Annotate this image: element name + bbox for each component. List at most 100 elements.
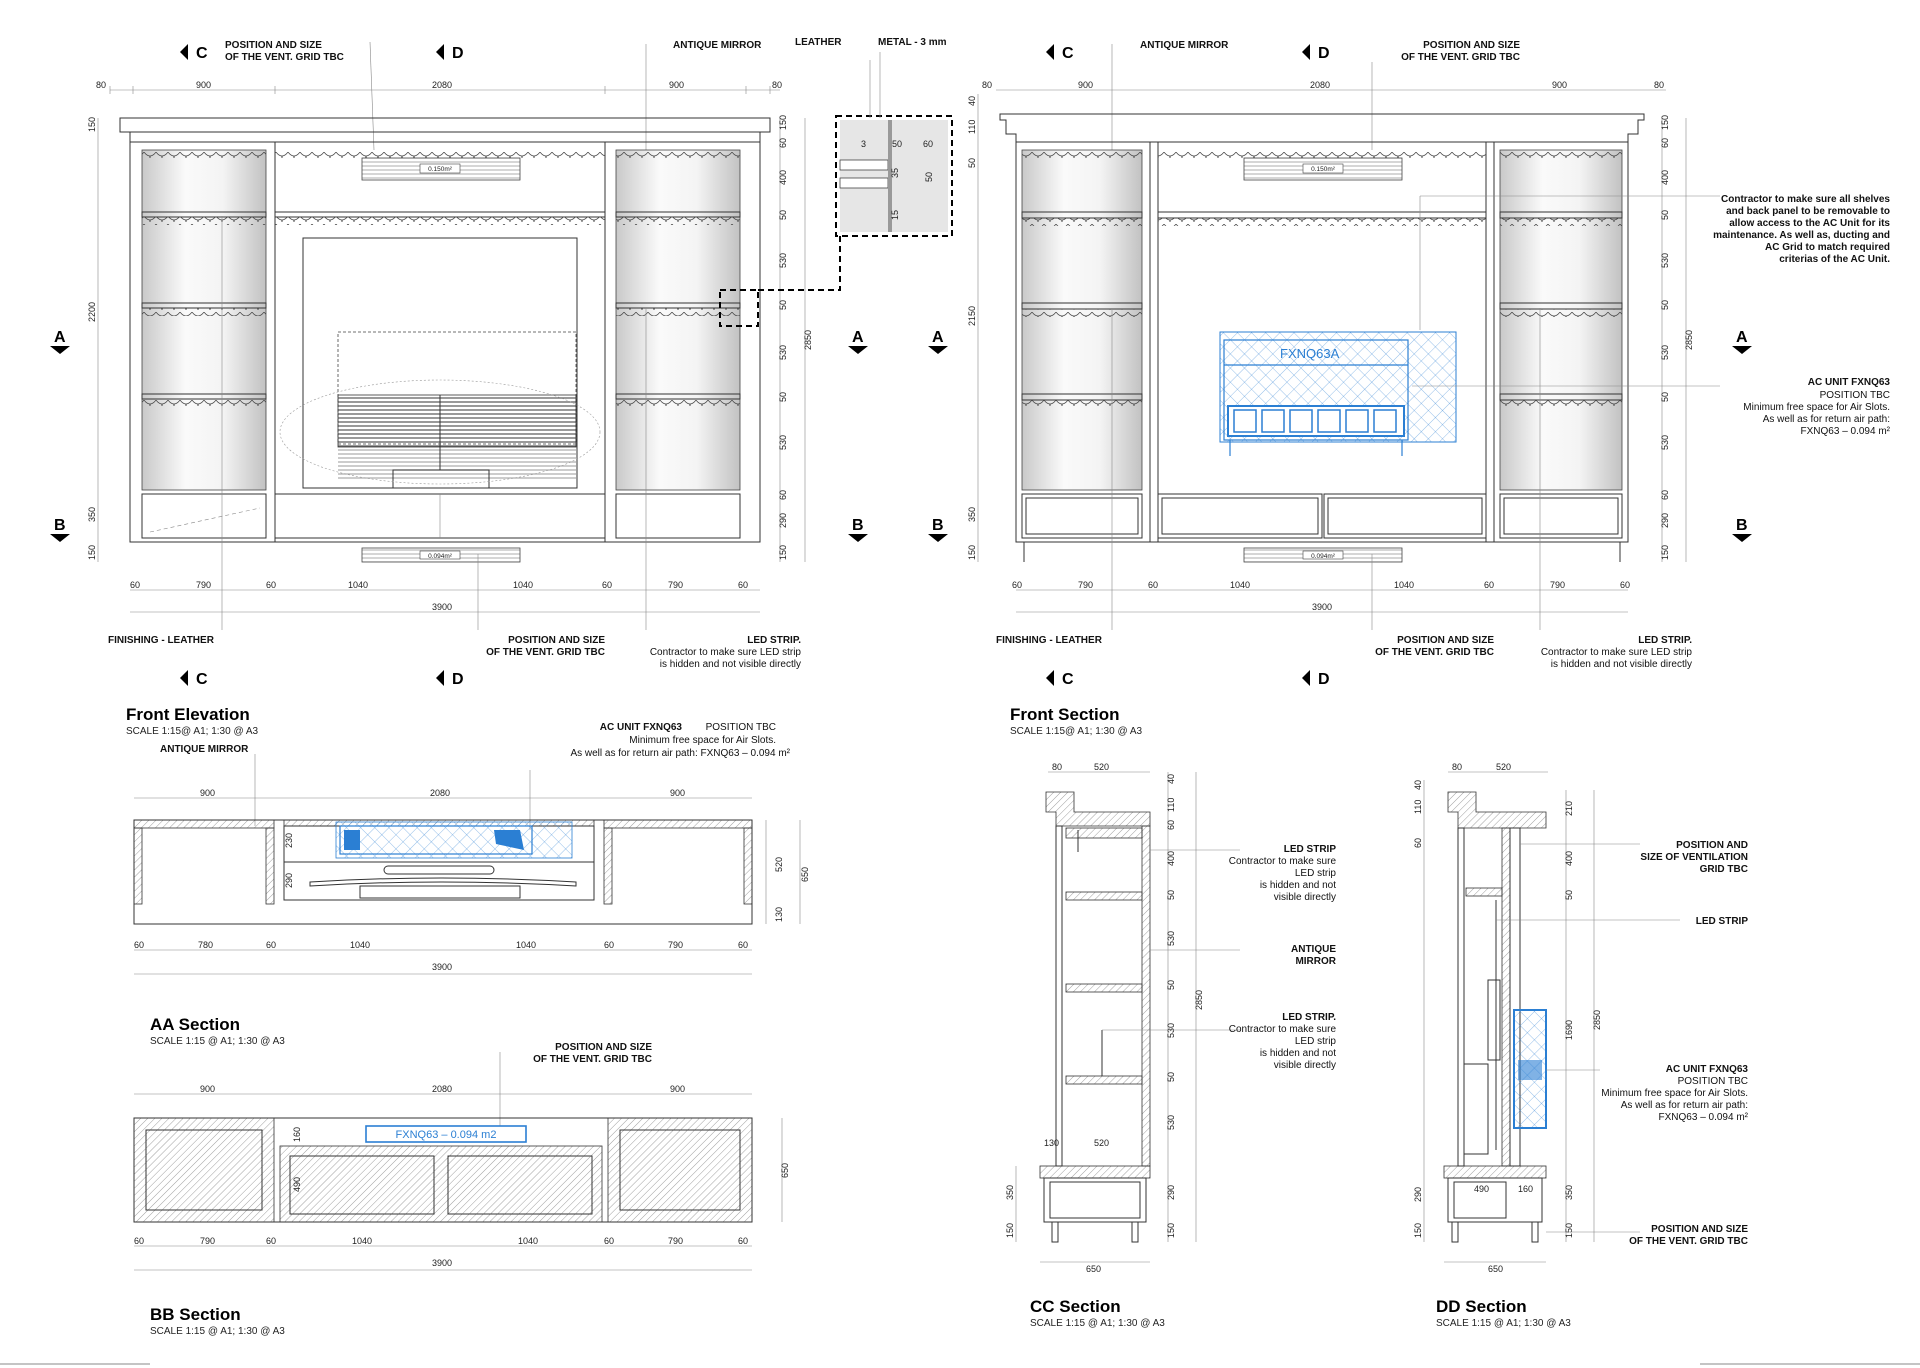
svg-text:900: 900	[670, 1084, 685, 1094]
svg-text:1040: 1040	[1394, 580, 1414, 590]
dd-bottom-dim: 650	[1488, 1264, 1503, 1274]
detail-metal-label: METAL - 3 mm	[878, 37, 947, 48]
svg-text:AC UNIT FXNQ63: AC UNIT FXNQ63	[600, 722, 683, 733]
svg-text:60: 60	[604, 1236, 614, 1246]
svg-text:50: 50	[1660, 300, 1670, 310]
svg-text:Contractor to make sure all sh: Contractor to make sure all shelves	[1721, 194, 1890, 205]
cc-top-dims: 80 520	[1052, 762, 1109, 772]
fs-top-dims: 80 900 2080 900 80	[982, 80, 1664, 90]
svg-text:490: 490	[292, 1177, 302, 1192]
svg-text:50: 50	[892, 139, 902, 149]
svg-text:40: 40	[1166, 774, 1176, 784]
svg-text:50: 50	[1660, 210, 1670, 220]
svg-text:230: 230	[284, 833, 294, 848]
marker-d-bottom: D	[436, 670, 464, 688]
svg-text:50: 50	[1166, 890, 1176, 900]
fs-marker-b-left: B	[928, 517, 948, 542]
svg-text:allow access to the AC Unit fo: allow access to the AC Unit for its	[1729, 218, 1890, 229]
svg-text:60: 60	[1660, 490, 1670, 500]
svg-text:150: 150	[1005, 1223, 1015, 1238]
svg-text:FXNQ63 – 0.094 m²: FXNQ63 – 0.094 m²	[1659, 1112, 1749, 1123]
bb-right-dim: 650	[780, 1163, 790, 1178]
front-elevation-title: Front Elevation	[126, 705, 250, 724]
svg-text:1040: 1040	[352, 1236, 372, 1246]
svg-text:POSITION AND SIZE: POSITION AND SIZE	[1397, 635, 1494, 646]
svg-text:130: 130	[774, 907, 784, 922]
front-section-title: Front Section	[1010, 705, 1120, 724]
front-elevation-scale: SCALE 1:15@ A1; 1:30 @ A3	[126, 726, 258, 737]
svg-text:80: 80	[982, 80, 992, 90]
svg-text:Minimum free space for Air Slo: Minimum free space for Air Slots.	[629, 735, 776, 746]
svg-text:60: 60	[778, 490, 788, 500]
svg-text:60: 60	[738, 940, 748, 950]
dd-led-label: LED STRIP	[1696, 916, 1749, 927]
svg-text:780: 780	[198, 940, 213, 950]
svg-text:AC UNIT FXNQ63: AC UNIT FXNQ63	[1808, 377, 1891, 388]
dd-section-title: DD Section	[1436, 1297, 1527, 1316]
front-section: C D C D A B A B ANTIQUE MIRRO	[928, 40, 1891, 737]
svg-text:350: 350	[967, 507, 977, 522]
svg-text:290: 290	[284, 873, 294, 888]
svg-text:OF THE VENT. GRID TBC: OF THE VENT. GRID TBC	[533, 1054, 652, 1065]
svg-text:C: C	[196, 671, 208, 688]
cc-section-scale: SCALE 1:15 @ A1; 1:30 @ A3	[1030, 1318, 1165, 1329]
svg-text:C: C	[196, 45, 208, 62]
fs-marker-c-top: C	[1046, 44, 1074, 62]
svg-text:OF THE VENT. GRID TBC: OF THE VENT. GRID TBC	[1375, 647, 1494, 658]
marker-b-left: B	[50, 517, 70, 542]
svg-text:80: 80	[96, 80, 106, 90]
svg-text:AC UNIT FXNQ63: AC UNIT FXNQ63	[1666, 1064, 1749, 1075]
bb-section-title: BB Section	[150, 1305, 241, 1324]
svg-text:150: 150	[87, 117, 97, 132]
fe-vent-label-1: POSITION AND SIZE	[225, 40, 322, 51]
svg-text:LED STRIP.: LED STRIP.	[1282, 1012, 1336, 1023]
svg-text:400: 400	[1564, 851, 1574, 866]
fe-vent-label-2: OF THE VENT. GRID TBC	[225, 52, 344, 63]
fe-right-dims: 150 60 400 50 530 50 530 50 530 60 290 1…	[778, 115, 813, 560]
svg-text:B: B	[932, 517, 944, 534]
fe-vent-bottom-1: POSITION AND SIZE	[508, 635, 605, 646]
svg-text:40: 40	[1413, 780, 1423, 790]
svg-text:790: 790	[668, 1236, 683, 1246]
svg-text:POSITION TBC: POSITION TBC	[1820, 390, 1890, 401]
svg-text:290: 290	[778, 513, 788, 528]
svg-text:80: 80	[1654, 80, 1664, 90]
svg-text:is hidden and not visible dire: is hidden and not visible directly	[1551, 659, 1692, 670]
svg-text:0.150m²: 0.150m²	[1311, 166, 1336, 173]
svg-text:2850: 2850	[1194, 990, 1204, 1010]
svg-text:A: A	[1736, 329, 1748, 346]
svg-text:MIRROR: MIRROR	[1295, 956, 1336, 967]
fs-marker-d-bottom: D	[1302, 670, 1330, 688]
svg-text:criterias of the AC Unit.: criterias of the AC Unit.	[1779, 254, 1890, 265]
svg-text:LED strip: LED strip	[1295, 868, 1337, 879]
fe-left-mirror-panel	[141, 149, 267, 491]
dd-inner-dims: 490 160	[1474, 1184, 1533, 1194]
marker-d-top: D	[436, 44, 464, 62]
svg-text:60: 60	[1620, 580, 1630, 590]
svg-text:A: A	[54, 329, 66, 346]
svg-text:D: D	[452, 45, 464, 62]
detail-frame	[835, 115, 953, 237]
cc-top-cap	[1045, 791, 1151, 827]
svg-text:As well as for return air path: As well as for return air path: FXNQ63 –…	[570, 748, 790, 759]
svg-text:1040: 1040	[1230, 580, 1250, 590]
cc-led1-note: LED STRIP Contractor to make sure LED st…	[1229, 844, 1337, 903]
svg-text:790: 790	[668, 940, 683, 950]
fs-marker-d-top: D	[1302, 44, 1330, 62]
svg-text:60: 60	[1660, 138, 1670, 148]
cc-left-dims: 350 150	[1005, 1185, 1015, 1238]
svg-text:50: 50	[778, 210, 788, 220]
svg-text:SIZE OF VENTILATION: SIZE OF VENTILATION	[1640, 852, 1748, 863]
svg-text:900: 900	[200, 788, 215, 798]
svg-text:530: 530	[1660, 253, 1670, 268]
svg-text:210: 210	[1564, 801, 1574, 816]
svg-text:POSITION TBC: POSITION TBC	[706, 722, 776, 733]
fe-cornice	[119, 117, 771, 133]
svg-text:B: B	[1736, 517, 1748, 534]
svg-text:900: 900	[196, 80, 211, 90]
svg-text:50: 50	[1166, 980, 1176, 990]
fe-led-note-2: is hidden and not visible directly	[660, 659, 801, 670]
aa-right-dims: 520 650 130	[774, 857, 810, 922]
svg-text:B: B	[54, 517, 66, 534]
